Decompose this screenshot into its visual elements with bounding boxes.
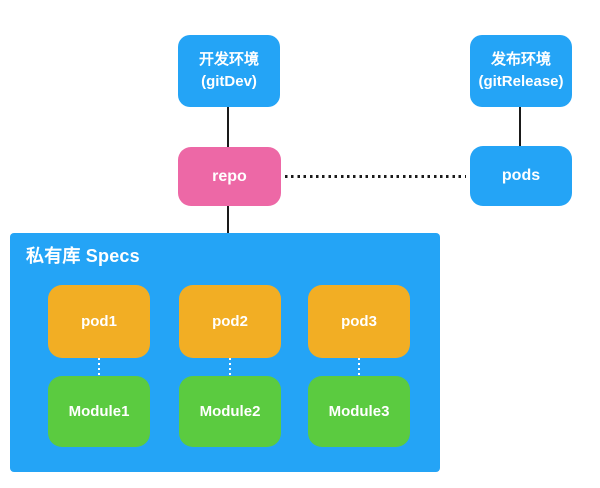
pod-label-3: pod3 <box>341 313 377 330</box>
connector-repo-pods <box>285 175 466 178</box>
pods-label: pods <box>501 167 541 184</box>
module-node-3: Module3 <box>308 376 410 447</box>
pod-label-2: pod2 <box>212 313 248 330</box>
module-node-2: Module2 <box>179 376 281 447</box>
pod-node-1: pod1 <box>48 285 150 358</box>
connector-releaseenv-pods <box>519 107 521 147</box>
repo-node: repo <box>178 147 281 206</box>
dev-env-node: 开发环境 (gitDev) <box>178 35 280 107</box>
pod-label-1: pod1 <box>81 313 117 330</box>
release-env-node: 发布环境 (gitRelease) <box>470 35 572 107</box>
connector-pod-module-3 <box>358 358 360 376</box>
module-label-3: Module3 <box>328 403 390 420</box>
connector-pod-module-2 <box>229 358 231 376</box>
pod-node-3: pod3 <box>308 285 410 358</box>
connector-repo-specs <box>227 206 229 234</box>
connector-devenv-repo <box>227 107 229 148</box>
module-label-2: Module2 <box>199 403 261 420</box>
connector-pod-module-1 <box>98 358 100 376</box>
release-env-label: 发布环境 <box>490 51 551 68</box>
dev-env-label: 开发环境 <box>198 51 259 68</box>
pod-node-2: pod2 <box>179 285 281 358</box>
specs-title: 私有库 Specs <box>26 246 140 266</box>
pods-node: pods <box>470 146 572 206</box>
release-env-sublabel: (gitRelease) <box>478 73 564 90</box>
repo-label: repo <box>212 167 247 185</box>
specs-container: 私有库 Specs pod1 pod2 pod3 Module1 Module2… <box>10 233 440 472</box>
module-node-1: Module1 <box>48 376 150 447</box>
dev-env-sublabel: (gitDev) <box>201 73 257 90</box>
module-label-1: Module1 <box>68 403 130 420</box>
